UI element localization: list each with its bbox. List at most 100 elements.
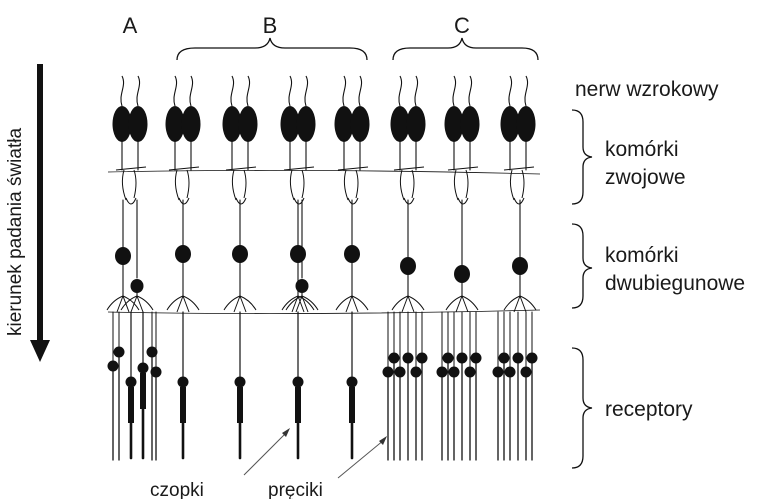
ganglion-cell bbox=[406, 106, 426, 142]
cone-inner-segment bbox=[140, 373, 146, 409]
ganglion-arbor bbox=[411, 169, 415, 199]
ganglion-arbor bbox=[393, 166, 425, 171]
ganglion-cell bbox=[128, 106, 148, 142]
ganglion-axon bbox=[342, 75, 347, 107]
ganglion-arbor bbox=[225, 166, 257, 171]
ganglion-arbor bbox=[178, 197, 190, 205]
ganglion-axon bbox=[230, 75, 235, 107]
bipolar-dendrite bbox=[233, 295, 241, 313]
ganglion-axon bbox=[120, 75, 125, 107]
ganglion-arbor bbox=[447, 166, 479, 171]
ganglion-axon bbox=[508, 75, 513, 107]
light-direction-arrow bbox=[30, 64, 50, 362]
bipolar-cell bbox=[232, 245, 248, 263]
ganglion-axon bbox=[246, 75, 251, 107]
group-label-c: C bbox=[454, 13, 470, 38]
bipolar-cell bbox=[290, 245, 306, 263]
rod-nucleus bbox=[442, 352, 454, 364]
ganglion-cell bbox=[350, 106, 370, 142]
ganglion-arbor bbox=[289, 169, 295, 201]
light-direction-label: kierunek padania światła bbox=[5, 128, 26, 337]
ganglion-label-line1: komórki bbox=[605, 138, 679, 161]
rod-nucleus bbox=[416, 352, 428, 364]
cell-columns bbox=[106, 75, 541, 461]
rod-nucleus bbox=[150, 366, 162, 378]
ganglion-arbor bbox=[115, 166, 147, 171]
cone-inner-segment bbox=[349, 387, 355, 423]
ganglion-cell bbox=[460, 106, 480, 142]
ganglion-cell bbox=[165, 106, 185, 142]
bipolar-dendrite bbox=[285, 295, 303, 311]
group-label-b: B bbox=[263, 13, 278, 38]
ganglion-arbor bbox=[168, 166, 200, 171]
ganglion-cell bbox=[500, 106, 520, 142]
ganglion-axon bbox=[304, 75, 309, 107]
bipolar-cell bbox=[400, 257, 416, 275]
bipolar-dendrite bbox=[301, 295, 319, 311]
rod-nucleus bbox=[464, 366, 476, 378]
ganglion-arbor bbox=[399, 169, 405, 201]
bipolar-dendrite bbox=[106, 295, 124, 311]
ganglion-axon bbox=[173, 75, 178, 107]
ganglion-arbor bbox=[347, 197, 359, 205]
bipolar-dendrite bbox=[455, 295, 463, 313]
rod-nucleus bbox=[512, 352, 524, 364]
group-b-brace bbox=[176, 37, 368, 61]
bipolar-dendrite bbox=[407, 295, 425, 311]
ganglion-arbor bbox=[133, 169, 137, 199]
ganglion-arbor bbox=[283, 166, 315, 171]
group-c-brace bbox=[392, 37, 539, 61]
rod-nucleus bbox=[520, 366, 532, 378]
receptors-label: receptory bbox=[605, 398, 693, 421]
cone-inner-segment bbox=[180, 387, 186, 423]
bipolar-dendrite bbox=[136, 295, 144, 313]
ganglion-arbor bbox=[231, 169, 237, 201]
ganglion-cell bbox=[296, 106, 316, 142]
ganglion-axon bbox=[468, 75, 473, 107]
rod-nucleus bbox=[436, 366, 448, 378]
ganglion-arbor bbox=[521, 169, 525, 199]
rod-nucleus bbox=[394, 366, 406, 378]
bipolar-cell bbox=[175, 245, 191, 263]
bipolar-dendrite bbox=[351, 295, 359, 313]
rod-nucleus bbox=[456, 352, 468, 364]
bipolar-dendrite bbox=[176, 295, 184, 313]
rod-nucleus bbox=[448, 366, 460, 378]
group-label-a: A bbox=[123, 13, 138, 38]
bipolar-cell bbox=[344, 245, 360, 263]
ganglion-arbor bbox=[343, 169, 349, 201]
rod-nucleus bbox=[402, 352, 414, 364]
bipolar-cell bbox=[512, 257, 528, 275]
ganglion-arbor bbox=[293, 197, 305, 205]
ganglion-axon bbox=[288, 75, 293, 107]
ganglion-brace bbox=[571, 109, 593, 205]
ganglion-axon bbox=[136, 75, 141, 107]
ganglion-arbor bbox=[403, 197, 415, 205]
rod-nucleus bbox=[113, 346, 125, 358]
ganglion-cell bbox=[222, 106, 242, 142]
ganglion-cell bbox=[280, 106, 300, 142]
bipolar-cell bbox=[295, 279, 309, 293]
ganglion-axon bbox=[524, 75, 529, 107]
rod-nucleus bbox=[388, 352, 400, 364]
ganglion-arbor bbox=[235, 197, 247, 205]
ganglion-cell bbox=[112, 106, 132, 142]
bipolar-label-line2: dwubiegunowe bbox=[605, 272, 745, 295]
rod-nucleus bbox=[504, 366, 516, 378]
bipolar-dendrite bbox=[182, 295, 190, 313]
bipolar-dendrite bbox=[136, 295, 154, 311]
bipolar-dendrite bbox=[519, 295, 537, 311]
ganglion-axon bbox=[398, 75, 403, 107]
rod-nucleus bbox=[382, 366, 394, 378]
bipolar-dendrite bbox=[239, 295, 257, 311]
rods-label: pręciki bbox=[268, 480, 323, 499]
ganglion-arbor bbox=[174, 169, 180, 201]
rod-nucleus bbox=[498, 352, 510, 364]
bipolar-brace bbox=[571, 223, 593, 309]
ganglion-axon bbox=[189, 75, 194, 107]
ganglion-arbor bbox=[465, 169, 469, 199]
ganglion-axon bbox=[414, 75, 419, 107]
cone-nucleus bbox=[292, 376, 304, 388]
